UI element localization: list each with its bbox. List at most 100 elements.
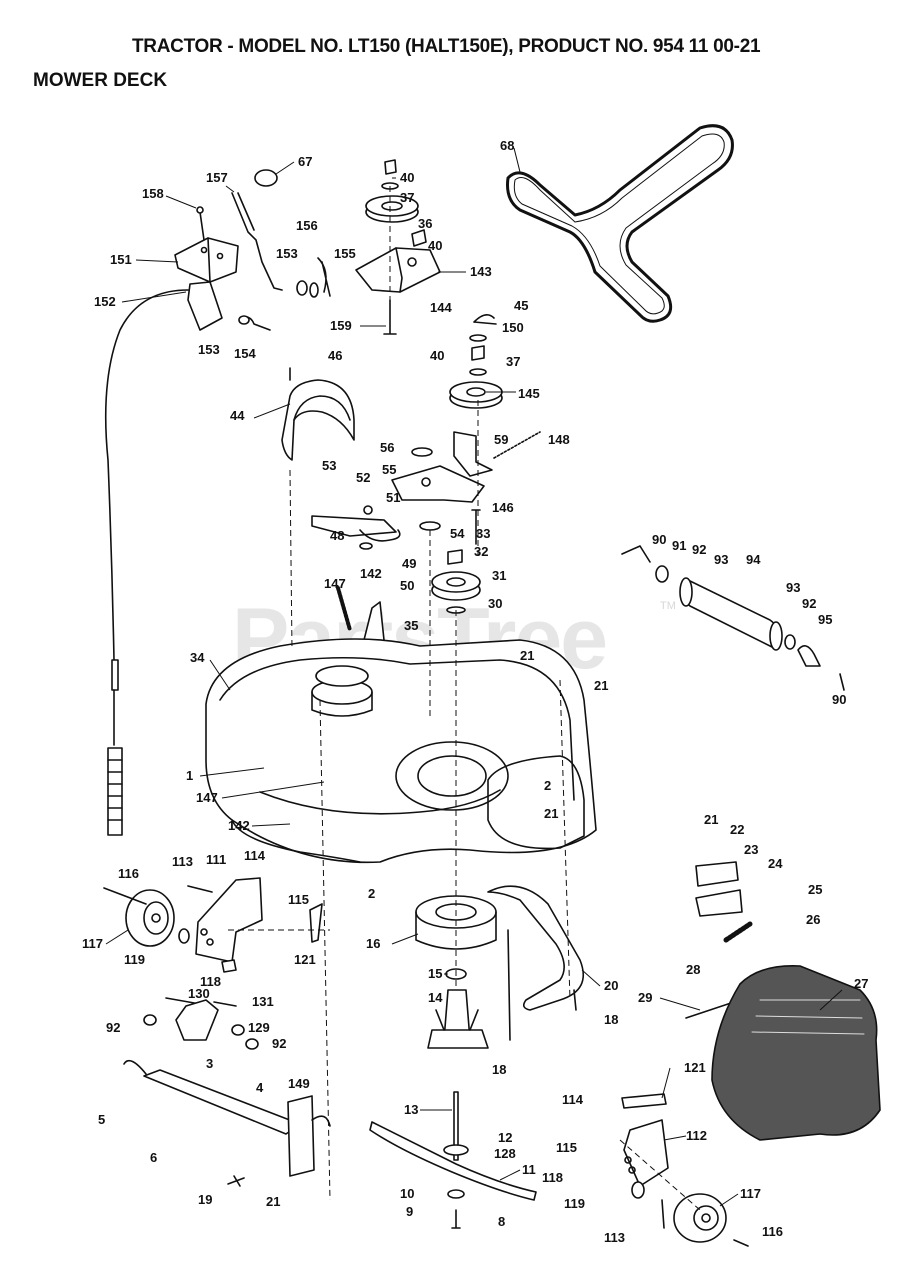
callout-118a: 118 <box>200 974 221 989</box>
wheel-bracket-112[interactable] <box>623 1119 669 1187</box>
callout-119b: 119 <box>564 1196 585 1211</box>
callout-91: 91 <box>672 538 686 553</box>
nut-118[interactable] <box>221 959 237 973</box>
callout-90a: 90 <box>652 532 666 547</box>
bracket-151[interactable] <box>174 237 239 331</box>
callout-9: 9 <box>406 1204 413 1219</box>
callout-33: 33 <box>476 526 490 541</box>
bolt-113[interactable] <box>187 885 213 893</box>
arm-20[interactable] <box>487 885 585 1011</box>
callout-147b: 147 <box>196 790 218 805</box>
gauge-wheel-117[interactable] <box>103 887 175 947</box>
callout-44: 44 <box>230 408 245 423</box>
pulley-31[interactable] <box>431 549 481 614</box>
belt-guard-44[interactable] <box>281 367 355 461</box>
callout-34: 34 <box>190 650 205 665</box>
bolt-159[interactable] <box>383 299 397 335</box>
bolt-146[interactable] <box>471 509 481 545</box>
washer-119[interactable] <box>178 928 190 944</box>
spring-147[interactable] <box>336 586 352 632</box>
callout-113b: 113 <box>604 1230 625 1245</box>
callout-56: 56 <box>380 440 394 455</box>
callout-153b: 153 <box>198 342 220 357</box>
roller-94[interactable] <box>621 545 845 691</box>
mower-deck-34[interactable] <box>205 638 597 864</box>
callout-21d: 21 <box>704 812 718 827</box>
lift-cable-152[interactable] <box>104 289 189 836</box>
link-3[interactable] <box>143 997 259 1050</box>
bracket-121[interactable] <box>309 903 323 943</box>
callout-21c: 21 <box>544 806 558 821</box>
callout-26: 26 <box>806 912 820 927</box>
nut-40[interactable] <box>411 229 427 247</box>
idler-bracket-143[interactable] <box>355 247 441 293</box>
blade-11[interactable] <box>369 1121 537 1201</box>
callout-6: 6 <box>150 1150 157 1165</box>
callout-54: 54 <box>450 526 465 541</box>
deck-pulley-center[interactable] <box>311 665 373 717</box>
callout-68: 68 <box>500 138 514 153</box>
lift-link-6[interactable] <box>123 1059 301 1135</box>
callout-112: 112 <box>686 1128 707 1143</box>
bolt-158[interactable] <box>199 211 205 241</box>
shaft-13[interactable] <box>453 1091 459 1161</box>
callout-113a: 113 <box>172 854 193 869</box>
callout-28: 28 <box>686 962 700 977</box>
callout-18a: 18 <box>604 1012 618 1027</box>
callout-40b: 40 <box>428 238 442 253</box>
callout-92b: 92 <box>802 596 816 611</box>
callout-121b: 121 <box>684 1060 706 1075</box>
washer-128[interactable] <box>443 1144 469 1156</box>
callout-18b: 18 <box>492 1062 506 1077</box>
callout-36: 36 <box>418 216 432 231</box>
callout-131: 131 <box>252 994 274 1009</box>
callout-148: 148 <box>548 432 570 447</box>
washer-119-right[interactable] <box>631 1181 645 1199</box>
callout-95: 95 <box>818 612 832 627</box>
callout-48: 48 <box>330 528 344 543</box>
spindle-14[interactable] <box>427 989 489 1049</box>
callout-labels: 67 157 158 151 156 153 155 152 153 154 4… <box>82 138 868 1245</box>
page-title: TRACTOR - MODEL NO. LT150 (HALT150E), PR… <box>132 36 761 57</box>
callout-147: 147 <box>324 576 346 591</box>
lift-lever-157[interactable] <box>231 169 283 291</box>
belt-68[interactable] <box>506 124 734 323</box>
hanger-bracket-4[interactable] <box>287 1095 331 1177</box>
pulley-145[interactable] <box>449 314 503 409</box>
callout-59: 59 <box>494 432 508 447</box>
callout-121a: 121 <box>294 952 316 967</box>
callout-159: 159 <box>330 318 352 333</box>
callout-35: 35 <box>404 618 418 633</box>
bracket-121-right[interactable] <box>621 1093 667 1109</box>
callout-116a: 116 <box>118 866 139 881</box>
spring-25[interactable] <box>723 921 753 943</box>
callout-157: 157 <box>206 170 228 185</box>
bolt-113-right[interactable] <box>661 1199 665 1229</box>
callout-10: 10 <box>400 1186 414 1201</box>
callout-2: 2 <box>544 778 551 793</box>
callout-142: 142 <box>360 566 382 581</box>
callout-153: 153 <box>276 246 298 261</box>
deflector-bracket-22[interactable] <box>695 861 743 917</box>
bolt-19[interactable] <box>227 1175 245 1187</box>
callout-40c: 40 <box>430 348 444 363</box>
callout-23: 23 <box>744 842 758 857</box>
callout-32: 32 <box>474 544 488 559</box>
gauge-wheel-117-right[interactable] <box>673 1193 749 1247</box>
discharge-chute-27[interactable] <box>711 965 881 1141</box>
idler-arm-55[interactable] <box>391 431 541 531</box>
washer-10[interactable] <box>447 1189 465 1199</box>
bolt-18[interactable] <box>507 929 577 1041</box>
callout-92d: 92 <box>272 1036 286 1051</box>
callout-21e: 21 <box>266 1194 280 1209</box>
wheel-bracket-111[interactable] <box>195 877 263 963</box>
callout-114a: 114 <box>244 848 266 863</box>
callout-92c: 92 <box>106 1020 120 1035</box>
bracket-53[interactable] <box>311 505 401 550</box>
callout-15: 15 <box>428 966 442 981</box>
lever-hardware[interactable] <box>238 257 331 331</box>
callout-8: 8 <box>498 1214 505 1229</box>
callout-37a: 37 <box>400 190 414 205</box>
callout-152: 152 <box>94 294 116 309</box>
bolt-8[interactable] <box>451 1209 461 1229</box>
